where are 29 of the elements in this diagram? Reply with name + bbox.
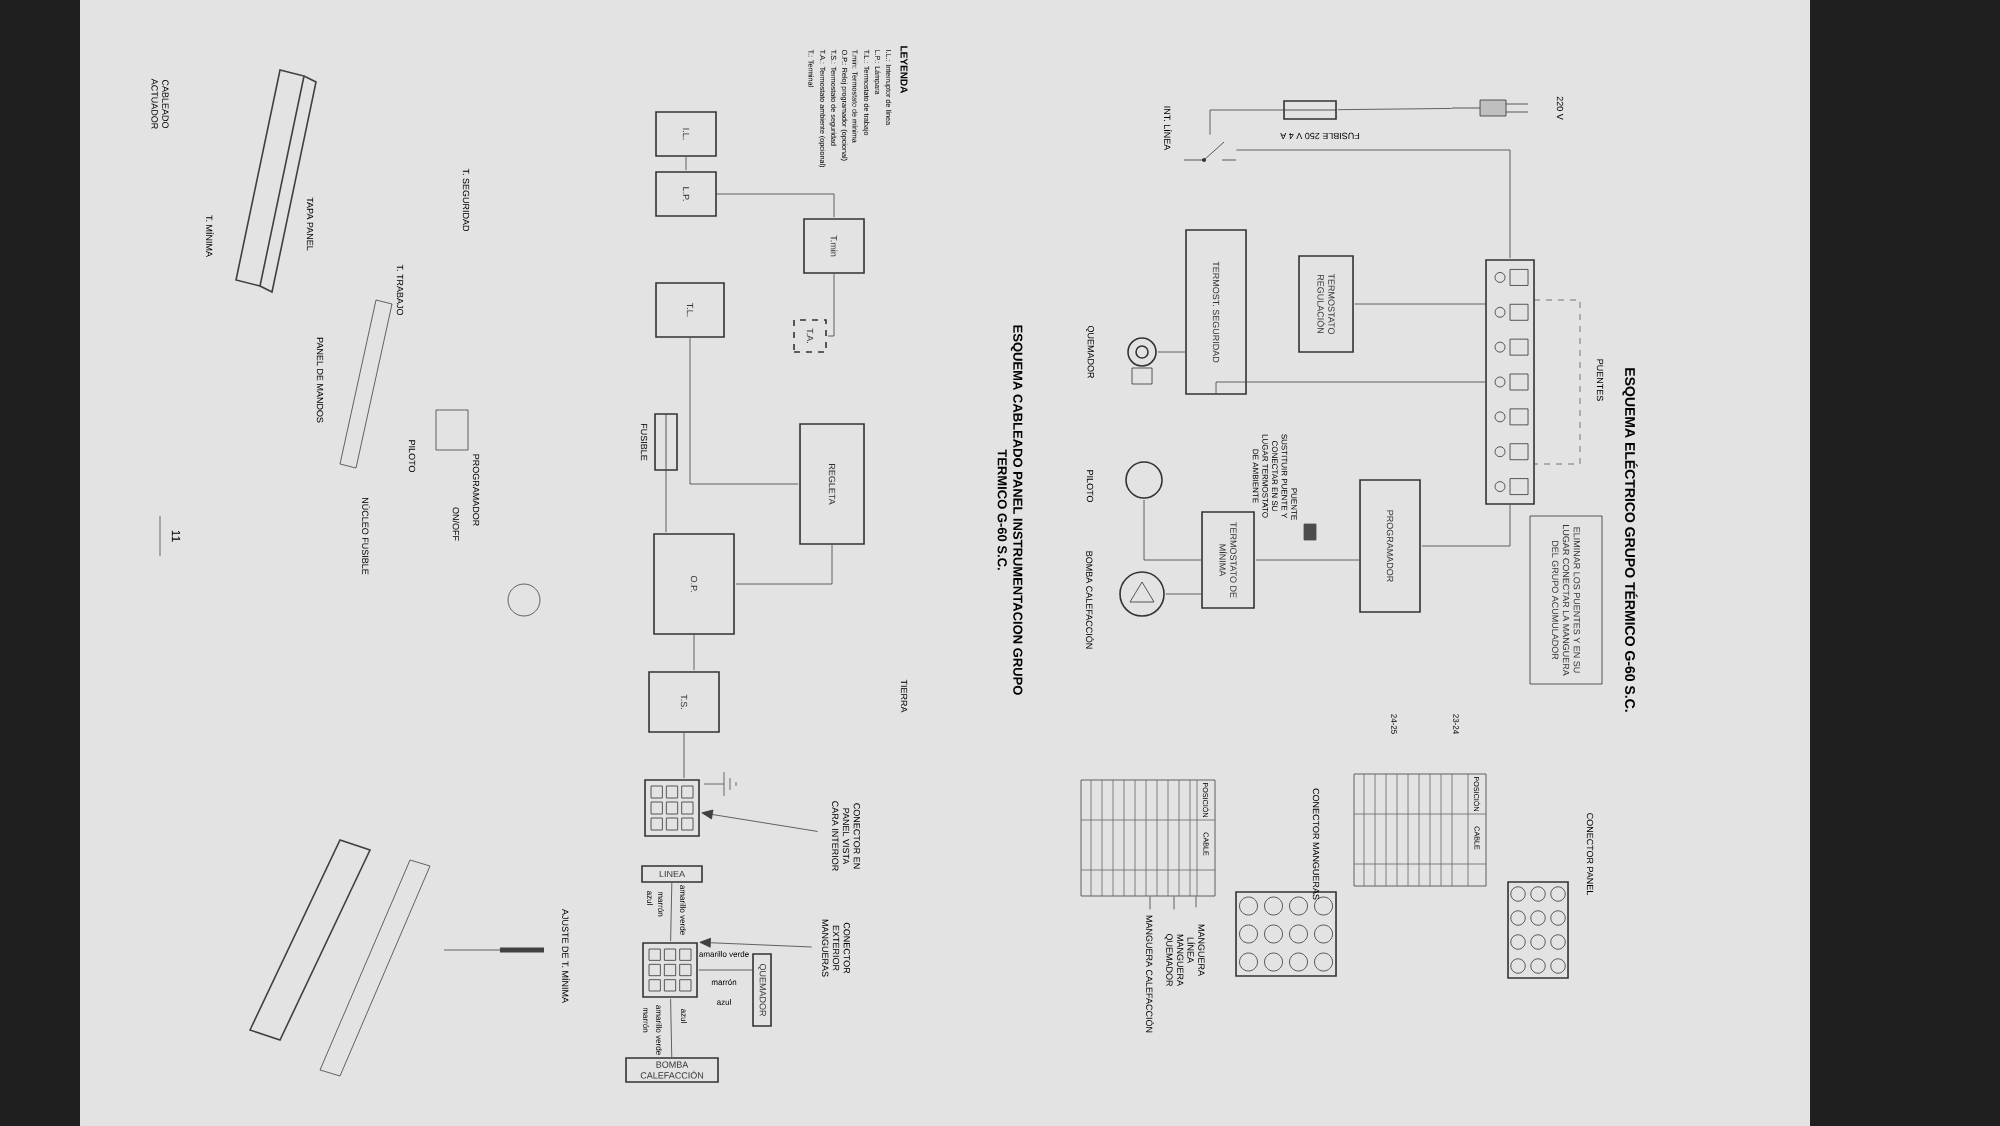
- connector-block: [642, 942, 698, 998]
- wire: [683, 732, 685, 779]
- wire: [1255, 559, 1360, 561]
- connector-block: [644, 779, 700, 837]
- wire: [689, 337, 799, 485]
- wire: [1143, 499, 1202, 561]
- wire: [670, 998, 673, 1058]
- wire: [1421, 504, 1511, 547]
- wire: [716, 193, 835, 218]
- wire: [1354, 303, 1486, 305]
- wire: [1215, 381, 1486, 395]
- wire: [1337, 108, 1452, 111]
- leader-arrow: [699, 937, 812, 948]
- wire: [698, 969, 753, 971]
- wire: [1173, 896, 1175, 910]
- wire: [670, 882, 673, 942]
- wire: [1149, 896, 1151, 910]
- leader-arrow: [701, 809, 818, 832]
- wire: [1165, 593, 1202, 595]
- wire: [1209, 109, 1284, 135]
- wire: [1157, 351, 1186, 353]
- wire: [693, 634, 695, 671]
- wire: [827, 273, 835, 337]
- wire: [735, 544, 833, 585]
- wire: [665, 470, 667, 533]
- wire: [1195, 896, 1197, 908]
- terminal-block: [1485, 259, 1535, 505]
- wire: [1236, 149, 1511, 259]
- wire: [685, 156, 687, 171]
